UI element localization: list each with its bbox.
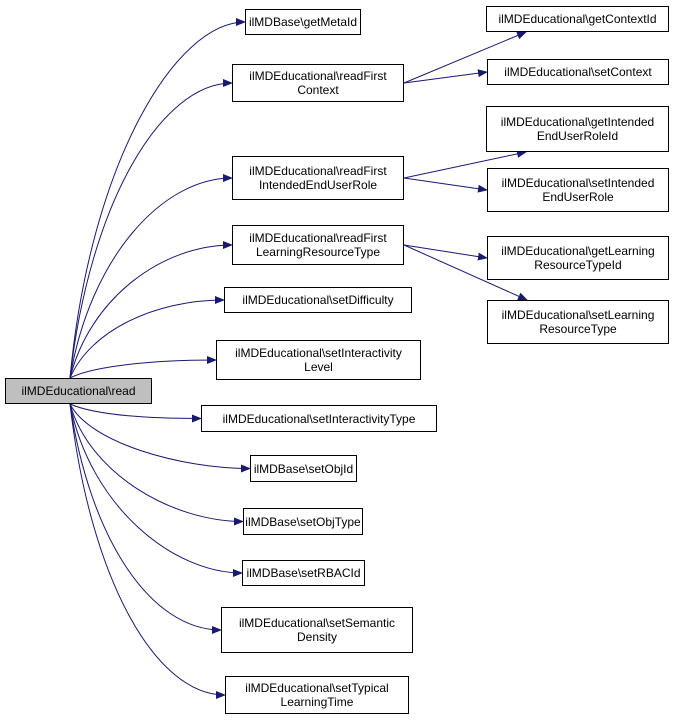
edge-readFirstLearningResourceType-to-getLearningResourceTypeId xyxy=(403,244,488,261)
node-label: ilMDEducational\setSemantic xyxy=(238,616,396,630)
node-label: ilMDEducational\setTypical xyxy=(245,681,389,695)
edge-read-to-readFirstContext xyxy=(69,79,233,379)
node-label: ilMDEducational\setContext xyxy=(504,65,652,79)
node-setInteractivityType[interactable]: ilMDEducational\setInteractivityType xyxy=(201,405,437,432)
node-label: Level xyxy=(304,360,333,374)
node-label: ilMDBase\setObjId xyxy=(253,461,354,476)
node-label: ilMDEducational\getIntended xyxy=(500,115,655,129)
node-label: ilMDEducational\read xyxy=(21,384,136,398)
node-label: ilMDEducational\readFirst xyxy=(249,164,387,178)
node-label: ilMDEducational\setLearning xyxy=(501,308,655,322)
node-setObjType[interactable]: ilMDBase\setObjType xyxy=(243,508,363,535)
node-setContext[interactable]: ilMDEducational\setContext xyxy=(487,59,669,85)
node-label: ResourceTypeId xyxy=(534,258,622,272)
edge-read-to-setSemanticDensity xyxy=(69,403,222,634)
node-label: LearningTime xyxy=(280,695,354,709)
edge-readFirstContext-to-setContext xyxy=(403,69,488,84)
edge-readFirstLearningResourceType-to-setLearningResourceType xyxy=(403,244,528,301)
node-label: EndUserRoleId xyxy=(536,129,619,143)
edge-read-to-readFirstIntendedEndUserRole xyxy=(69,174,233,379)
node-getMetaId[interactable]: ilMDBase\getMetaId xyxy=(245,9,361,35)
node-setDifficulty[interactable]: ilMDEducational\setDifficulty xyxy=(224,287,412,313)
edge-read-to-setObjId xyxy=(69,403,251,473)
edge-read-to-setInteractivityType xyxy=(69,403,202,423)
edge-readFirstContext-to-getContextId xyxy=(403,31,527,84)
node-label: ilMDEducational\getContextId xyxy=(498,12,657,26)
edge-read-to-setDifficulty xyxy=(69,296,225,379)
edge-readFirstIntendedEndUserRole-to-getIntendedEndUserRoleId xyxy=(403,149,527,179)
node-label: Context xyxy=(297,83,339,97)
node-label: EndUserRole xyxy=(542,190,614,204)
node-label: ilMDBase\setObjType xyxy=(245,514,361,529)
edge-readFirstIntendedEndUserRole-to-setIntendedEndUserRole xyxy=(403,177,488,193)
node-label: ilMDEducational\setInteractivityType xyxy=(222,411,416,426)
edge-read-to-setTypicalLearningTime xyxy=(69,403,226,699)
edge-read-to-readFirstLearningResourceType xyxy=(69,241,233,379)
node-label: Density xyxy=(296,630,337,644)
node-label: ilMDBase\getMetaId xyxy=(248,15,358,29)
node-label: ilMDEducational\getLearning xyxy=(501,244,655,258)
edge-read-to-getMetaId xyxy=(69,18,246,379)
edge-read-to-setInteractivityLevel xyxy=(69,356,217,379)
node-label: ilMDEducational\setDifficulty xyxy=(242,293,394,307)
node-getContextId[interactable]: ilMDEducational\getContextId xyxy=(486,6,669,32)
node-label: ResourceType xyxy=(539,322,617,336)
edge-read-to-setObjType xyxy=(69,403,244,526)
node-label: ilMDEducational\setInteractivity xyxy=(235,346,402,360)
node-label: IntendedEndUserRole xyxy=(258,178,378,192)
node-label: ilMDBase\setRBACId xyxy=(246,566,361,580)
node-label: ilMDEducational\setIntended xyxy=(501,176,655,190)
node-read[interactable]: ilMDEducational\read xyxy=(5,378,152,404)
node-label: ilMDEducational\readFirst xyxy=(249,231,387,245)
edge-read-to-setRBACId xyxy=(69,403,243,577)
node-label: ilMDEducational\readFirst xyxy=(249,69,387,83)
node-setObjId[interactable]: ilMDBase\setObjId xyxy=(250,455,357,482)
node-label: LearningResourceType xyxy=(255,245,381,259)
node-setRBACId[interactable]: ilMDBase\setRBACId xyxy=(242,560,365,586)
